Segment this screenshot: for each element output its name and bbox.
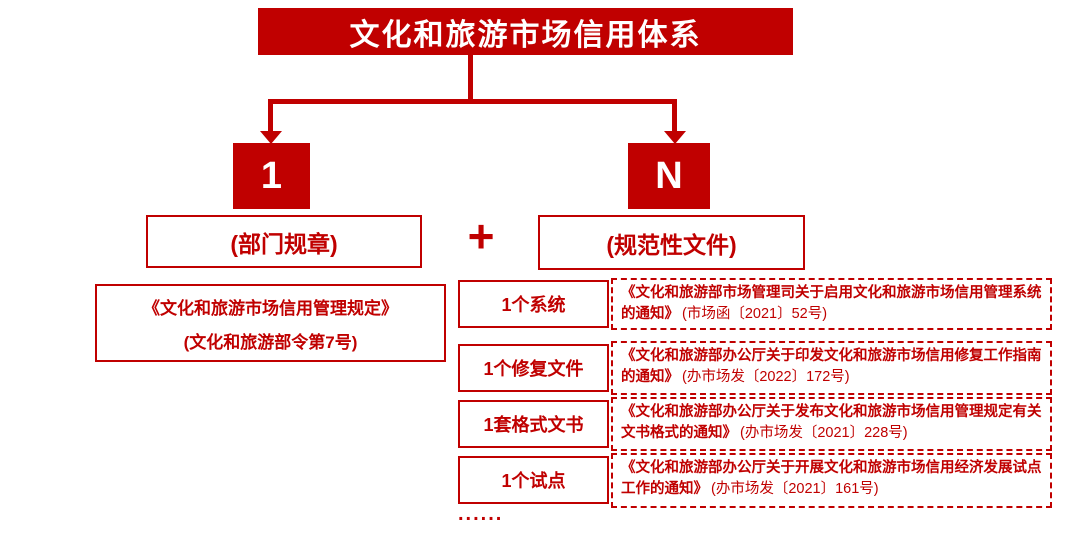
node-n-box: N	[628, 143, 710, 209]
doc-box-format-notice: 《文化和旅游部办公厅关于发布文化和旅游市场信用管理规定有关文书格式的通知》(办市…	[611, 397, 1052, 451]
plus-sign: +	[458, 206, 504, 266]
more-items-ellipsis: ......	[458, 503, 504, 525]
doc-number-repair: (办市场发〔2022〕172号)	[682, 369, 850, 386]
regulation-detail-box: 《文化和旅游市场信用管理规定》 (文化和旅游部令第7号)	[95, 284, 446, 362]
category-department-regulation-label: (部门规章)	[230, 230, 338, 257]
item-label-repair: 1个修复文件	[483, 359, 584, 379]
node-one-box: 1	[233, 143, 310, 209]
arrow-down-right-icon	[664, 131, 686, 144]
doc-title-format: 《文化和旅游部办公厅关于发布文化和旅游市场信用管理规定有关文书格式的通知》	[621, 404, 1042, 442]
item-label-system: 1个系统	[501, 295, 566, 315]
connector-horizontal-line	[268, 99, 677, 104]
node-one-label: 1	[260, 154, 283, 197]
arrow-down-left-icon	[260, 131, 282, 144]
diagram-title-banner: 文化和旅游市场信用体系	[258, 8, 793, 55]
regulation-detail-number: (文化和旅游部令第7号)	[183, 332, 358, 352]
doc-title-repair: 《文化和旅游部办公厅关于印发文化和旅游市场信用修复工作指南的通知》	[621, 348, 1042, 386]
doc-title-pilot: 《文化和旅游部办公厅关于开展文化和旅游市场信用经济发展试点工作的通知》	[621, 460, 1042, 498]
doc-number-pilot: (办市场发〔2021〕161号)	[711, 481, 879, 498]
diagram-title: 文化和旅游市场信用体系	[349, 18, 702, 52]
item-label-system-box: 1个系统	[458, 280, 609, 328]
doc-number-format: (办市场发〔2021〕228号)	[740, 425, 908, 442]
connector-right-drop-line	[672, 99, 677, 133]
item-label-format-box: 1套格式文书	[458, 400, 609, 448]
doc-box-system-notice: 《文化和旅游部市场管理司关于启用文化和旅游市场信用管理系统的通知》(市场函〔20…	[611, 278, 1052, 330]
regulation-detail-title: 《文化和旅游市场信用管理规定》	[143, 298, 398, 318]
doc-box-repair-notice: 《文化和旅游部办公厅关于印发文化和旅游市场信用修复工作指南的通知》(办市场发〔2…	[611, 341, 1052, 395]
doc-box-pilot-notice: 《文化和旅游部办公厅关于开展文化和旅游市场信用经济发展试点工作的通知》(办市场发…	[611, 453, 1052, 508]
connector-left-drop-line	[268, 99, 273, 133]
node-n-label: N	[655, 154, 683, 197]
plus-sign-glyph: +	[467, 210, 495, 262]
doc-number-system: (市场函〔2021〕52号)	[682, 306, 828, 323]
item-label-pilot-box: 1个试点	[458, 456, 609, 504]
category-normative-documents-label: (规范性文件)	[606, 231, 737, 258]
doc-title-system: 《文化和旅游部市场管理司关于启用文化和旅游市场信用管理系统的通知》	[621, 285, 1042, 323]
category-department-regulation-box: (部门规章)	[146, 215, 422, 268]
item-label-pilot: 1个试点	[501, 471, 566, 491]
category-normative-documents-box: (规范性文件)	[538, 215, 805, 270]
item-label-format: 1套格式文书	[483, 415, 584, 435]
item-label-repair-box: 1个修复文件	[458, 344, 609, 392]
connector-stem-line	[468, 55, 473, 103]
